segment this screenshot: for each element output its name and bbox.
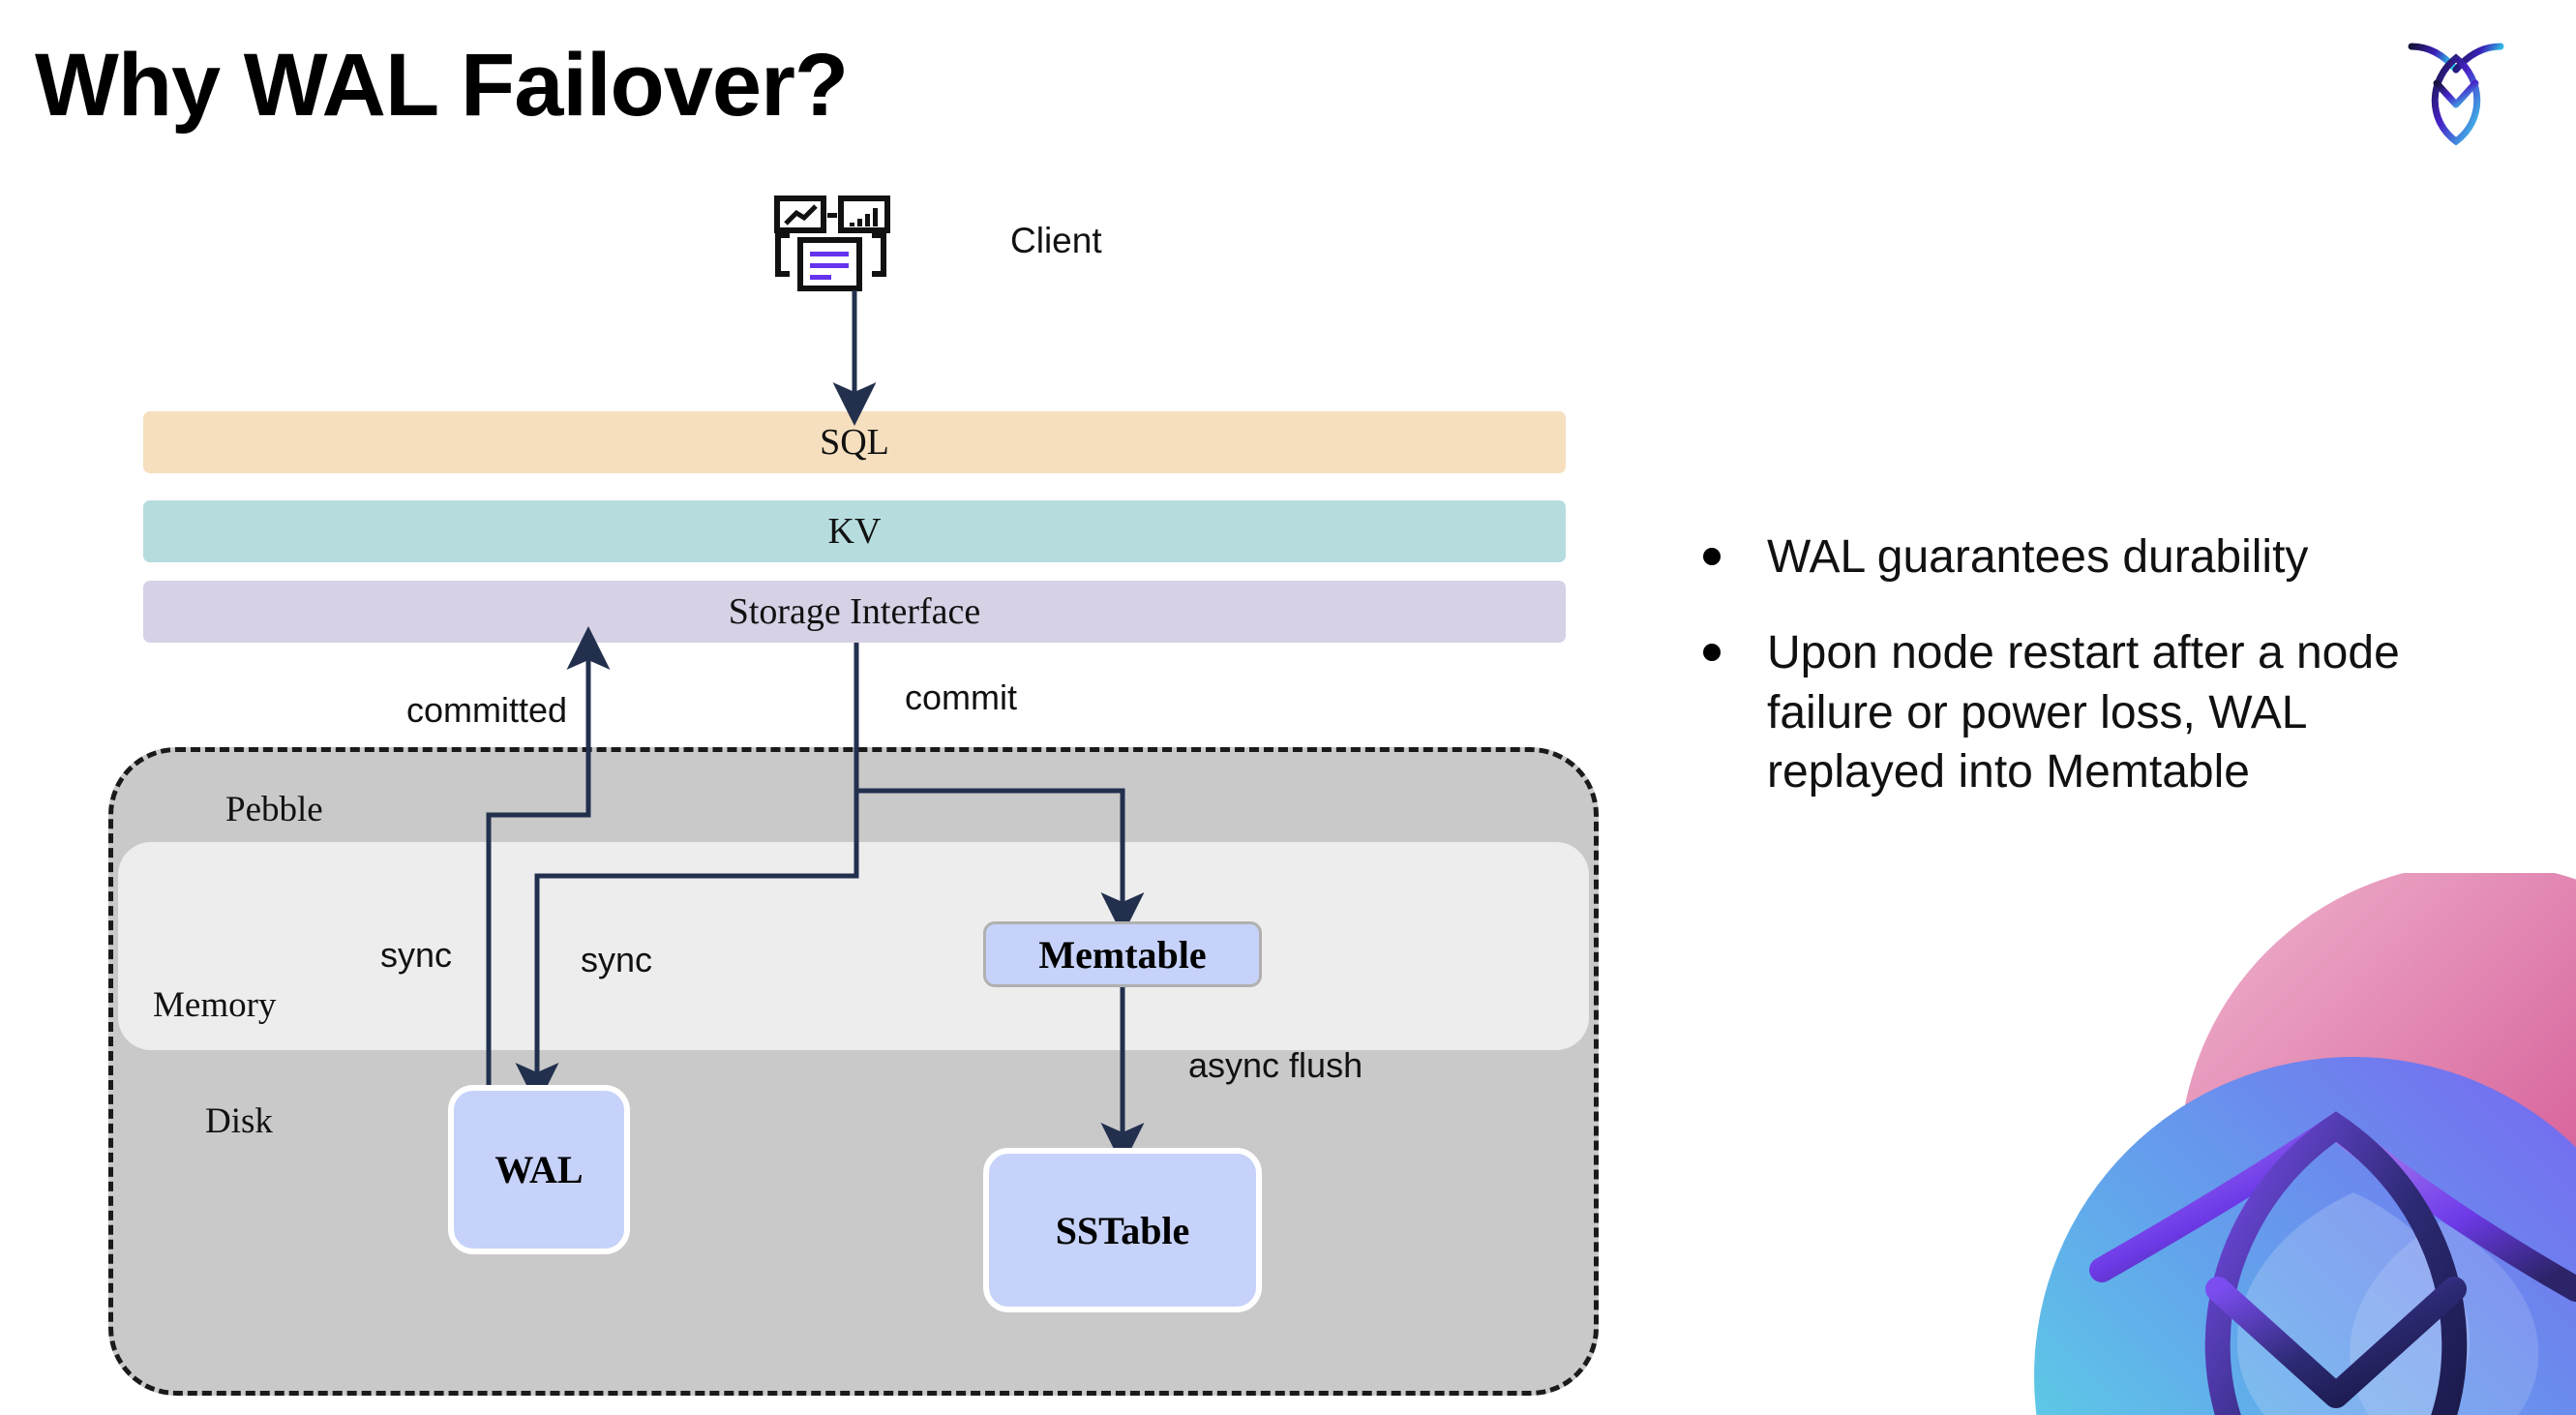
edge-label-async-flush: async flush	[1188, 1045, 1363, 1085]
disk-label: Disk	[205, 1101, 273, 1141]
decorative-logo-artwork	[1899, 873, 2576, 1415]
layer-bar-kv: KV	[143, 500, 1566, 562]
bullet-list: WAL guarantees durability Upon node rest…	[1703, 527, 2497, 839]
bullet-text: WAL guarantees durability	[1767, 531, 2309, 583]
client-label: Client	[1010, 221, 1102, 260]
node-label-wal: WAL	[494, 1148, 584, 1191]
client-dashboard-icon	[774, 196, 929, 292]
layer-label-kv: KV	[827, 511, 882, 552]
pebble-label: Pebble	[225, 790, 323, 829]
edge-label-commit: commit	[905, 677, 1017, 717]
node-label-memtable: Memtable	[1038, 932, 1207, 977]
page-title: Why WAL Failover?	[35, 36, 849, 135]
bullet-dot-icon	[1703, 548, 1721, 565]
layer-label-storage-interface: Storage Interface	[728, 591, 981, 632]
bullet-text: Upon node restart after a node failure o…	[1767, 627, 2400, 798]
node-label-sstable: SSTable	[1055, 1208, 1190, 1252]
node-wal: WAL	[448, 1085, 630, 1254]
edge-label-sync-right: sync	[581, 940, 653, 979]
edge-label-sync-left: sync	[380, 935, 453, 975]
layer-bar-storage-interface: Storage Interface	[143, 581, 1566, 643]
layer-label-sql: SQL	[820, 422, 889, 463]
memory-label: Memory	[153, 985, 277, 1025]
node-memtable: Memtable	[983, 921, 1262, 987]
layer-bar-sql: SQL	[143, 411, 1566, 473]
list-item: Upon node restart after a node failure o…	[1703, 623, 2497, 801]
node-sstable: SSTable	[983, 1148, 1262, 1312]
bullet-dot-icon	[1703, 644, 1721, 662]
list-item: WAL guarantees durability	[1703, 527, 2497, 587]
memory-zone	[118, 842, 1589, 1050]
cockroachdb-logo-icon	[2402, 31, 2510, 147]
edge-label-committed: committed	[406, 690, 568, 730]
